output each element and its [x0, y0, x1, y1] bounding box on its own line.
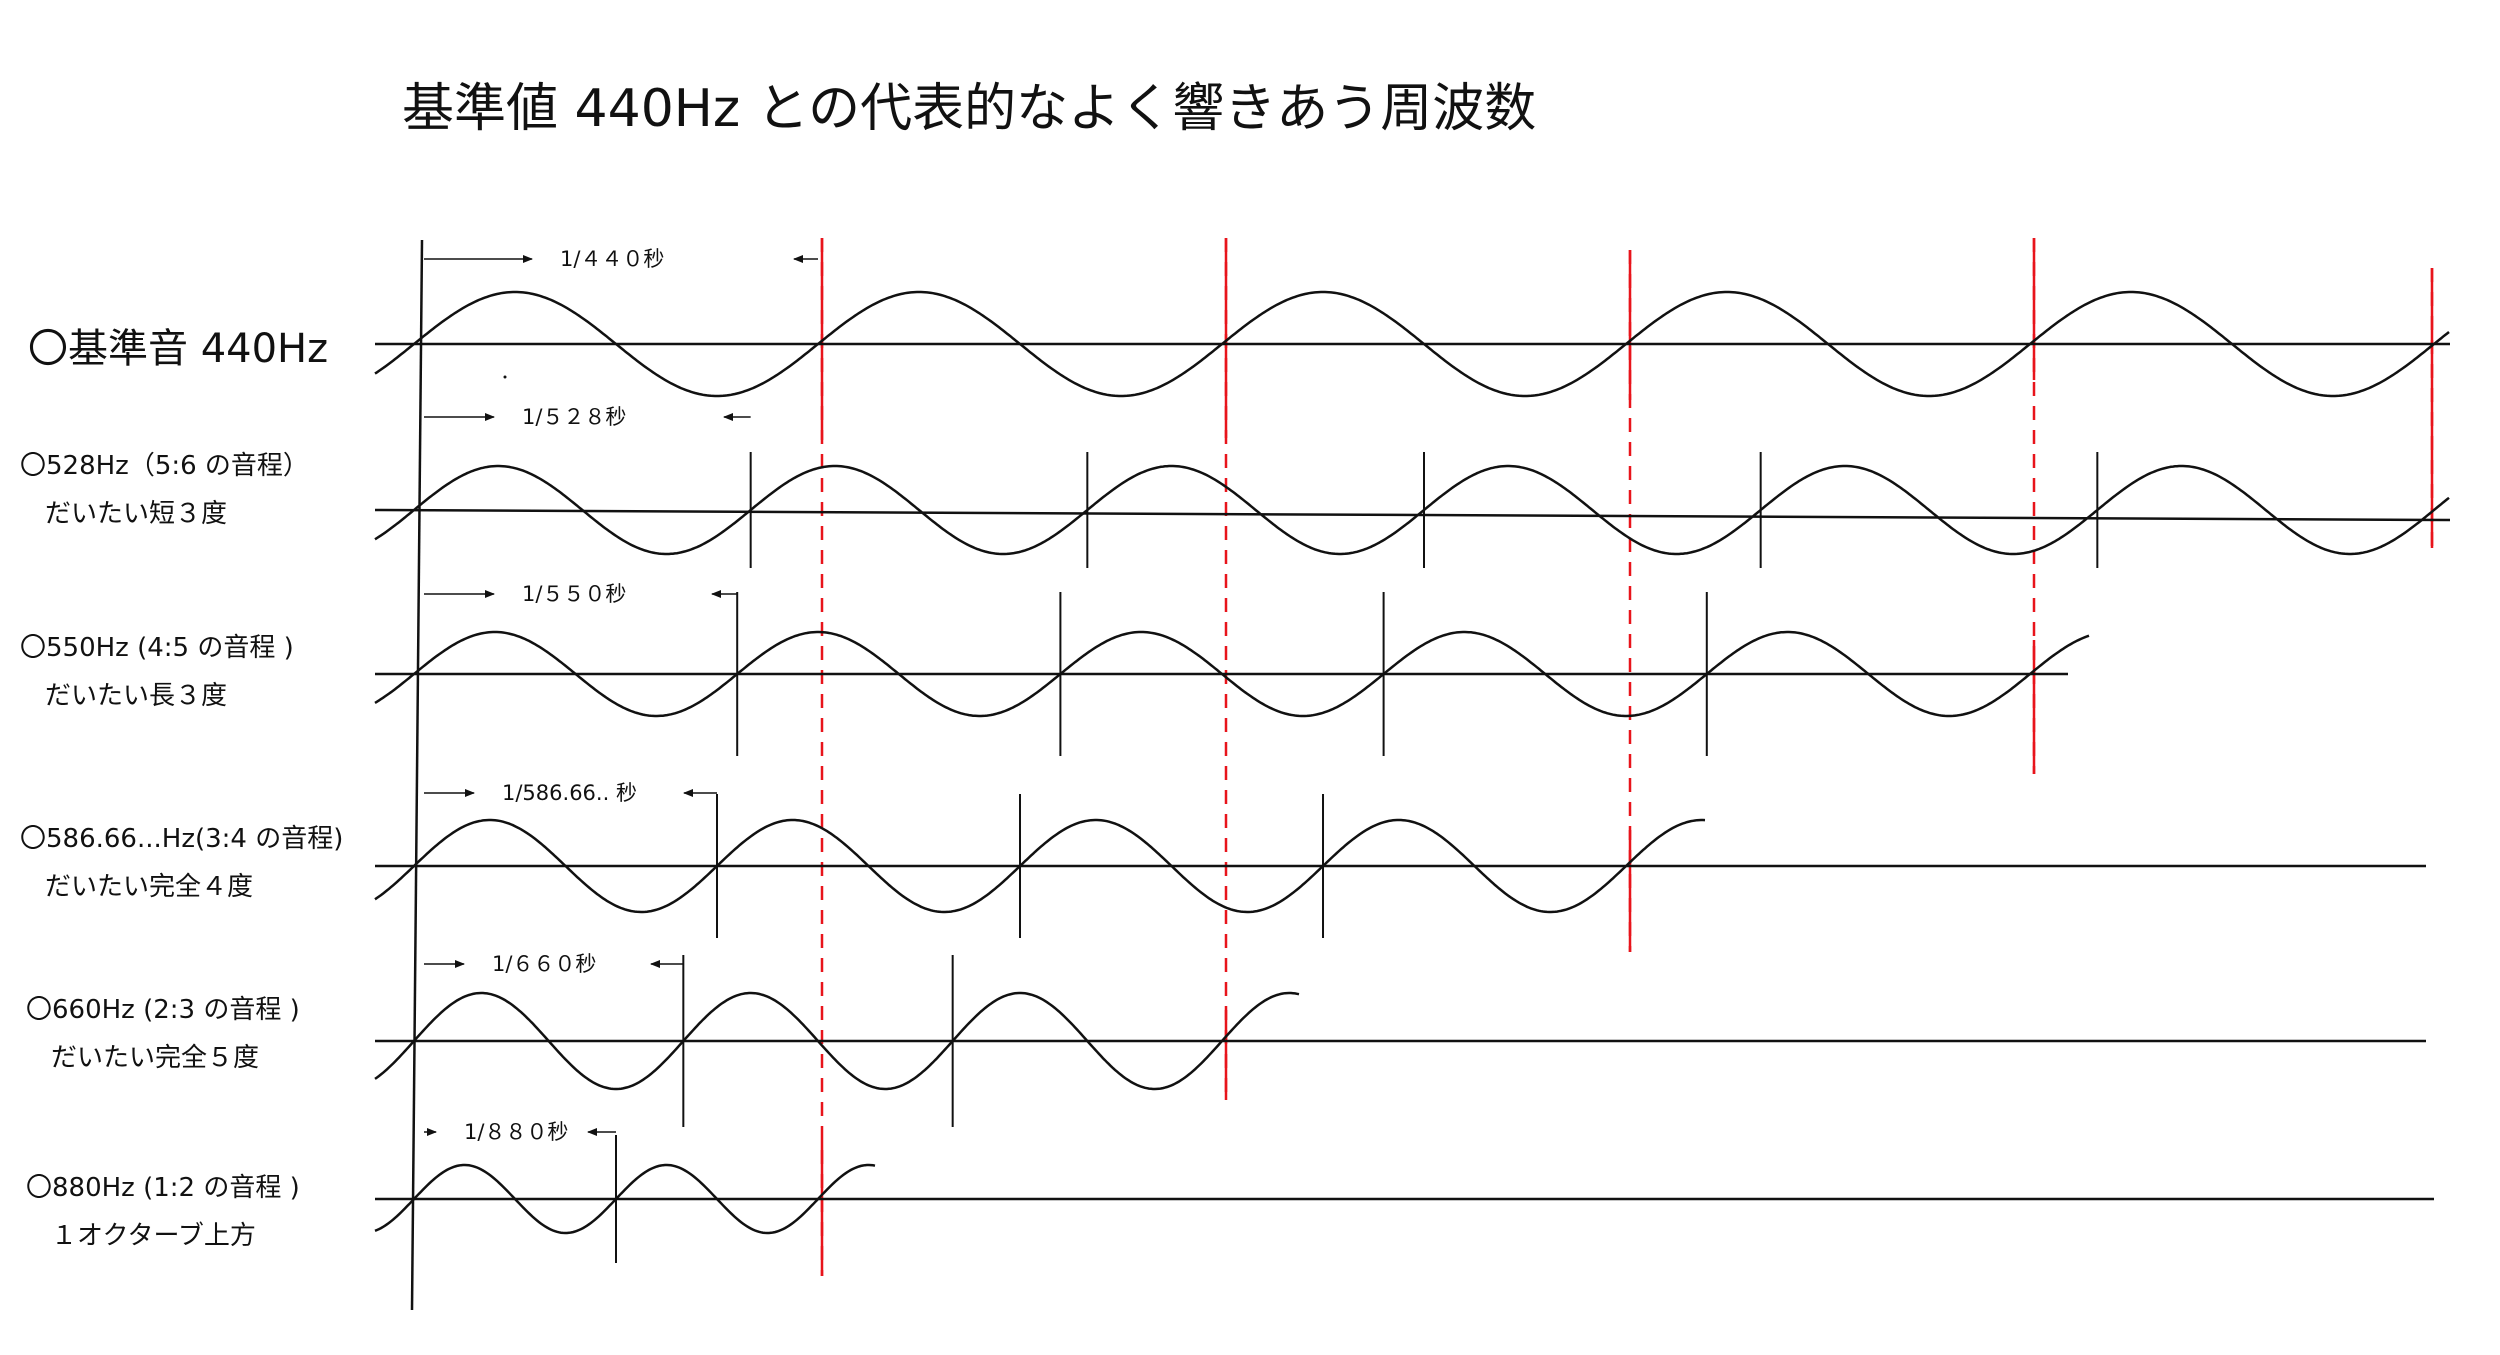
row-label-880hz-ratio: 〇880Hz (1:2 の音程 ): [26, 1173, 300, 1203]
period-label: 1/586.66.. 秒: [502, 781, 637, 805]
row-label-586hz-ratio: 〇586.66...Hz(3:4 の音程): [20, 824, 344, 854]
row-label-660hz-ratio: 〇660Hz (2:3 の音程 ): [26, 995, 300, 1025]
wave-row-4: 1/６６０秒: [374, 952, 2426, 1127]
wave-row-3: 1/586.66.. 秒: [374, 781, 2426, 938]
row-label-660hz: 〇660Hz (2:3 の音程 ) だいたい完全５度: [26, 986, 300, 1082]
coincidence-lines: [820, 238, 2434, 1276]
row-label-660hz-interval: だいたい完全５度: [51, 1043, 260, 1073]
time-origin-line: [410, 239, 424, 1311]
wave-row-0: 1/４４０秒: [374, 247, 2450, 398]
wave-rows: 1/４４０秒 1/５２８秒 1/５５０秒 1/586.66.. 秒 1/６６０秒 1/８８…: [374, 247, 2451, 1263]
row-label-550hz-ratio: 〇550Hz (4:5 の音程 ): [20, 633, 294, 663]
row-label-528hz: 〇528Hz（5:6 の音程） だいたい短３度: [20, 442, 309, 538]
period-label: 1/５５０秒: [522, 582, 626, 606]
sine-wave: [374, 818, 1706, 914]
row-label-550hz-interval: だいたい長３度: [45, 681, 228, 711]
row-label-440hz-text: 〇基準音 440Hz: [28, 326, 329, 372]
wave-row-5: 1/８８０秒: [374, 1120, 2434, 1263]
row-label-586hz: 〇586.66...Hz(3:4 の音程) だいたい完全４度: [20, 815, 343, 911]
row-label-528hz-interval: だいたい短３度: [45, 499, 228, 529]
wave-row-2: 1/５５０秒: [374, 582, 2090, 756]
sine-wave: [374, 991, 1300, 1091]
sine-wave: [374, 630, 2090, 718]
stray-dot: [503, 375, 507, 379]
sine-wave: [374, 464, 2450, 556]
row-label-880hz: 〇880Hz (1:2 の音程 ) １オクターブ上方: [26, 1164, 300, 1260]
page-title: 基準値 440Hz との代表的なよく響きあう周波数: [402, 79, 1537, 139]
period-label: 1/５２８秒: [522, 405, 626, 429]
period-label: 1/８８０秒: [464, 1120, 568, 1144]
row-label-550hz: 〇550Hz (4:5 の音程 ) だいたい長３度: [20, 624, 294, 720]
period-label: 1/６６０秒: [492, 952, 596, 976]
row-label-586hz-interval: だいたい完全４度: [45, 872, 254, 902]
row-label-440hz: 〇基準音 440Hz: [28, 316, 328, 374]
row-label-880hz-interval: １オクターブ上方: [51, 1221, 256, 1251]
baseline-axis: [374, 508, 2451, 522]
row-label-528hz-ratio: 〇528Hz（5:6 の音程）: [20, 451, 309, 481]
sine-wave: [374, 1163, 876, 1235]
sine-wave: [374, 290, 2450, 398]
wave-row-1: 1/５２８秒: [374, 405, 2451, 568]
period-label: 1/４４０秒: [560, 247, 664, 271]
